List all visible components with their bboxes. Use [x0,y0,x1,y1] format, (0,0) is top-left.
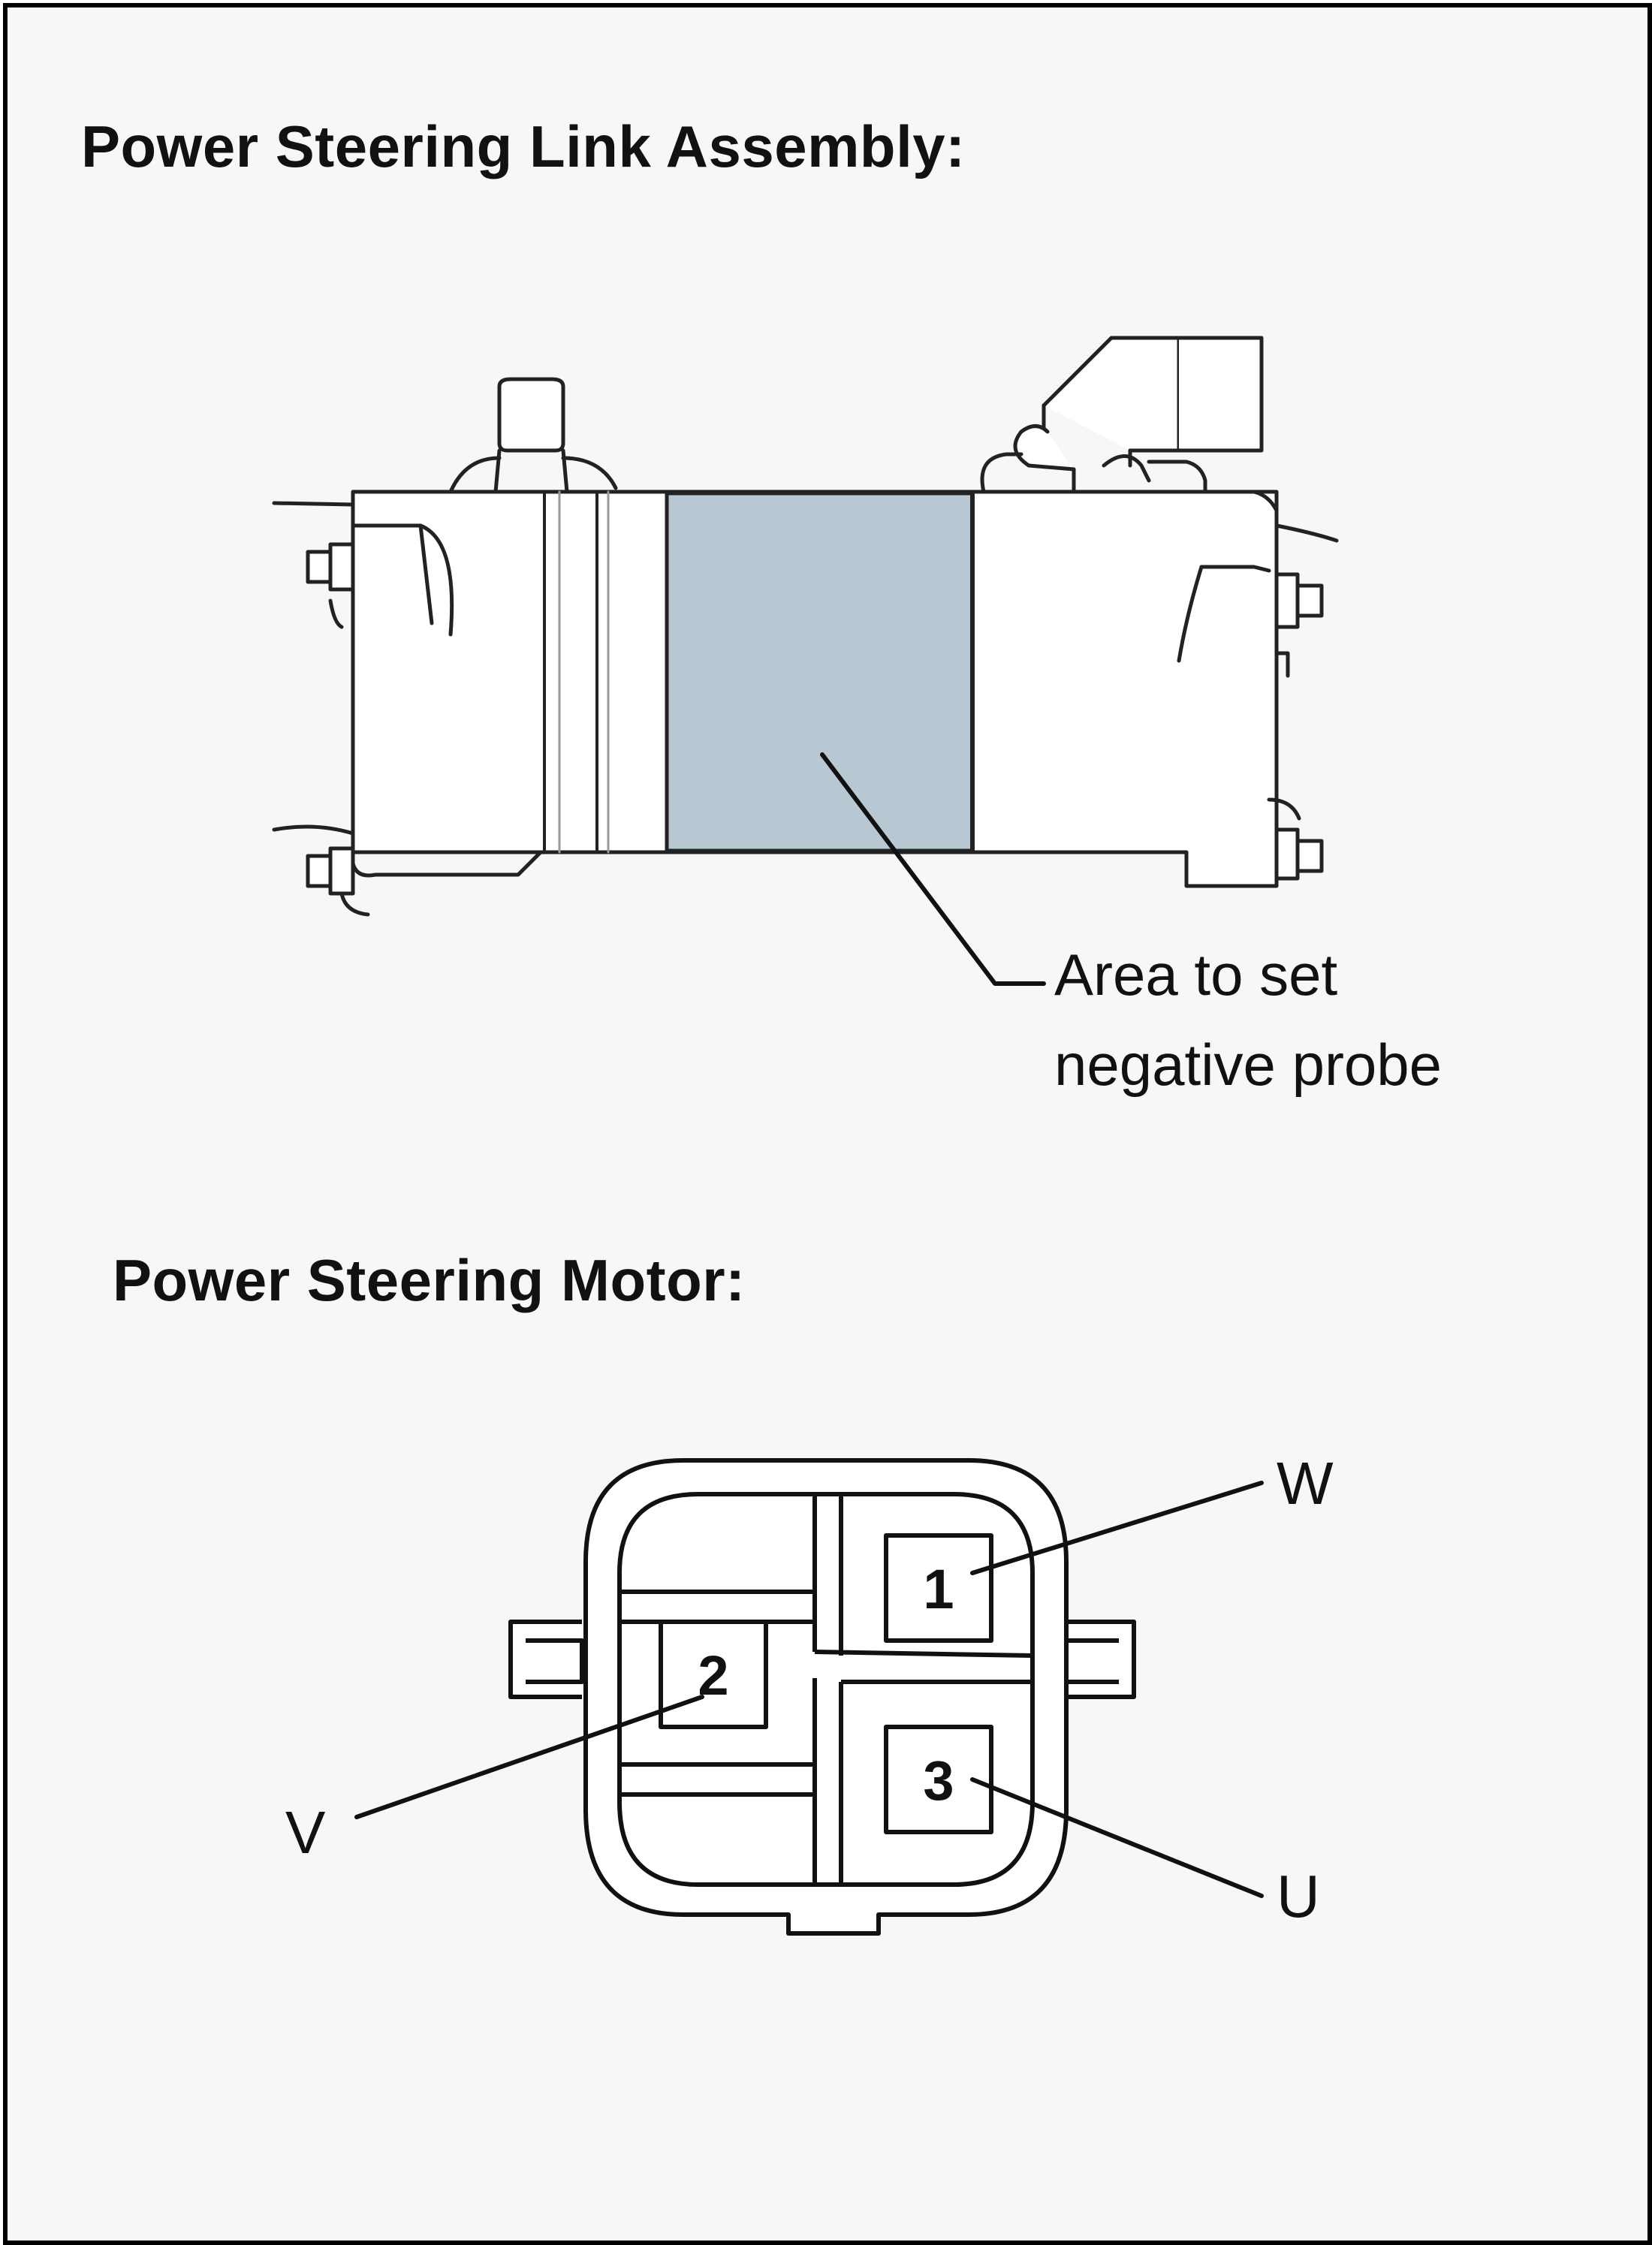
phase-v-label: V [285,1799,326,1866]
phase-w-label: W [1277,1450,1334,1517]
probe-label-line-1: Area to set [1054,942,1338,1008]
phase-u-label: U [1277,1863,1320,1930]
probe-leader-line [820,752,1046,986]
pin-3-number: 3 [923,1749,954,1812]
pin-1-number: 1 [923,1558,954,1620]
motor-title: Power Steering Motor: [113,1247,746,1313]
w-leader-line [970,1481,1264,1575]
motor-connector-drawing [508,1458,1136,1936]
negative-probe-label: Area to set negative probe [1054,930,1442,1110]
v-leader-line [354,1695,704,1819]
probe-label-line-2: negative probe [1054,1032,1442,1098]
u-leader-line [970,1777,1264,1898]
link-assembly-title: Power Steering Link Assembly: [81,113,966,179]
negative-probe-area [665,491,975,853]
